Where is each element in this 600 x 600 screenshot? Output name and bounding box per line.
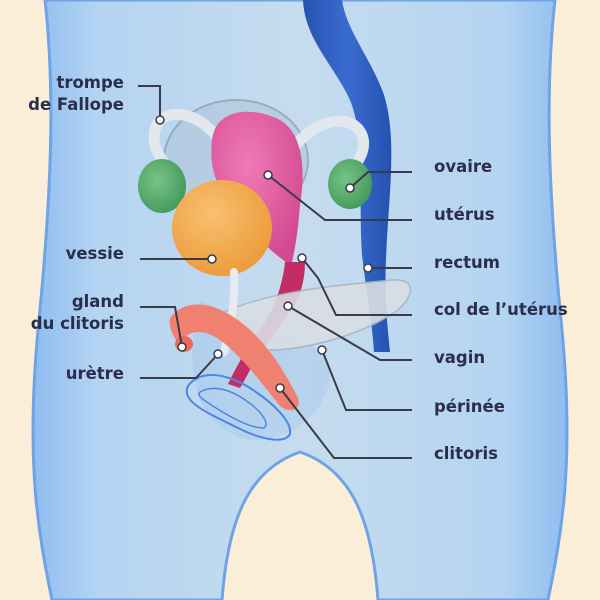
label-clitoris: clitoris (434, 443, 498, 465)
label-cervix: col de l’utérus (434, 299, 568, 321)
bladder-shape (172, 180, 272, 276)
label-vagina: vagin (434, 347, 485, 369)
label-rectum: rectum (434, 252, 500, 274)
label-ovary: ovaire (434, 156, 492, 178)
label-glans: gland du clitoris (14, 291, 124, 335)
label-bladder: vessie (14, 243, 124, 265)
label-perineum: périnée (434, 396, 505, 418)
label-uterus: utérus (434, 204, 495, 226)
label-fallopian-tube: trompe de Fallope (14, 72, 124, 116)
label-urethra: urètre (14, 363, 124, 385)
